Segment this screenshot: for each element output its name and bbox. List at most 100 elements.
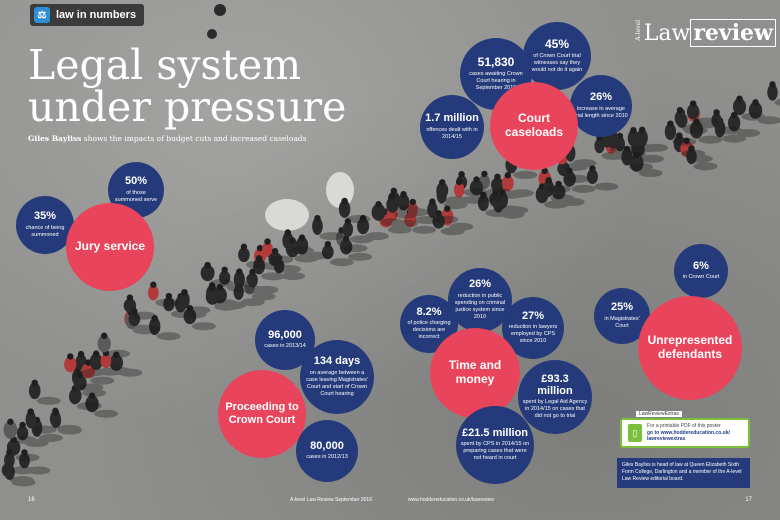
person-head xyxy=(289,237,296,244)
person-head xyxy=(623,145,631,153)
person-shadow xyxy=(644,143,669,152)
pdf-line-3: lawreviewextras xyxy=(647,436,686,443)
person-silhouette xyxy=(586,169,598,185)
person-silhouette xyxy=(73,375,87,391)
bubble-text: in Crown Court xyxy=(682,274,720,281)
person-silhouette xyxy=(25,410,36,429)
person-shadow xyxy=(261,272,286,281)
author-note: Giles Bayliss is head of law at Queen El… xyxy=(617,458,750,488)
person-shadow xyxy=(77,401,102,410)
bubble-text: spent by Legal Aid Agency in 2014/15 on … xyxy=(522,399,588,419)
person-silhouette xyxy=(19,452,30,469)
person-head xyxy=(439,179,446,186)
person-silhouette xyxy=(268,252,282,267)
person-shadow xyxy=(346,214,371,223)
person-head xyxy=(113,351,120,358)
person-head xyxy=(236,268,243,275)
bubble-time-215: £21.5 million spent by CPS in 2014/15 on… xyxy=(456,406,534,484)
person-shadow xyxy=(544,200,569,209)
person-silhouette xyxy=(339,239,353,255)
person-head xyxy=(92,350,100,357)
person-head xyxy=(638,126,646,133)
pdf-callout[interactable]: ▯ For a printable PDF of this poster go … xyxy=(620,418,750,448)
bubble-heading: Jury service xyxy=(74,239,146,254)
person-shadow xyxy=(698,135,723,144)
person-silhouette xyxy=(295,236,309,255)
person-shadow xyxy=(394,210,419,219)
person-shadow xyxy=(12,435,37,444)
person-head xyxy=(186,305,194,312)
person-silhouette xyxy=(219,270,231,285)
person-silhouette xyxy=(664,123,677,141)
person-shadow xyxy=(214,302,239,311)
bubble-text: cases in 2012/13 xyxy=(306,454,348,461)
person-silhouette xyxy=(200,264,215,282)
person-head xyxy=(689,100,697,107)
person-silhouette xyxy=(711,113,722,128)
bubble-court-26: 26% increase in average trial length sin… xyxy=(570,75,632,137)
person-silhouette xyxy=(69,388,82,404)
person-head xyxy=(541,167,548,175)
person-shadow xyxy=(349,235,374,244)
bubble-proc-80000: 80,000 cases in 2012/13 xyxy=(296,420,358,482)
person-shadow xyxy=(572,159,597,168)
person-shadow xyxy=(182,310,207,319)
bubble-value: 51,830 xyxy=(477,55,515,70)
person-shadow xyxy=(79,383,104,392)
bubble-text: increase in average trial length since 2… xyxy=(574,105,628,119)
person-shadow xyxy=(241,285,266,294)
person-silhouette xyxy=(247,272,258,288)
person-shadow xyxy=(304,251,329,260)
person-silhouette xyxy=(128,312,141,327)
bubble-proceeding-to-crown-court: Proceeding to Crown Court xyxy=(218,370,306,458)
person-silhouette xyxy=(629,154,644,172)
person-head xyxy=(204,261,211,269)
logo-review: review xyxy=(690,19,776,47)
person-shadow xyxy=(434,215,459,224)
person-head xyxy=(633,151,640,159)
person-shadow xyxy=(387,225,412,234)
person-head xyxy=(7,418,14,425)
bubble-text: of Crown Court trial witnesses say they … xyxy=(531,52,583,73)
person-silhouette xyxy=(233,270,245,289)
pdf-callout-label: LawReviewExtras xyxy=(636,411,682,417)
person-shadow xyxy=(722,134,747,143)
person-silhouette xyxy=(4,452,15,469)
person-silhouette xyxy=(100,353,112,369)
person-silhouette xyxy=(85,395,99,413)
person-silhouette xyxy=(163,296,175,312)
person-shadow xyxy=(90,376,115,385)
person-head xyxy=(752,99,759,106)
person-silhouette xyxy=(563,171,576,187)
person-shadow xyxy=(170,310,195,319)
person-shadow xyxy=(546,184,571,193)
person-silhouette xyxy=(371,203,386,221)
person-shadow xyxy=(688,154,713,163)
person-head xyxy=(736,95,743,102)
person-silhouette xyxy=(253,258,266,275)
person-head xyxy=(480,191,487,199)
person-silhouette xyxy=(322,244,334,260)
person-shadow xyxy=(82,388,107,397)
person-head xyxy=(256,244,264,252)
footer-url[interactable]: www.hoddereducation.co.uk/lawreview xyxy=(408,497,494,503)
person-shadow xyxy=(57,424,82,433)
person-silhouette xyxy=(551,184,566,200)
bubble-value: 80,000 xyxy=(310,439,344,452)
person-silhouette xyxy=(407,201,418,219)
bubble-value: 26% xyxy=(468,278,492,291)
person-head xyxy=(341,197,348,205)
person-shadow xyxy=(289,246,314,255)
person-shadow xyxy=(24,438,49,447)
person-shadow xyxy=(269,255,294,264)
person-shadow xyxy=(191,322,216,331)
bubble-court-caseloads: Court caseloads xyxy=(490,82,578,170)
person-head xyxy=(271,247,279,255)
person-shadow xyxy=(486,187,511,196)
person-head xyxy=(67,353,74,360)
person-shadow xyxy=(499,190,524,199)
person-head xyxy=(165,292,173,300)
bubble-text: spent by CPS in 2014/15 on preparing cas… xyxy=(460,441,530,462)
person-head xyxy=(429,198,436,205)
